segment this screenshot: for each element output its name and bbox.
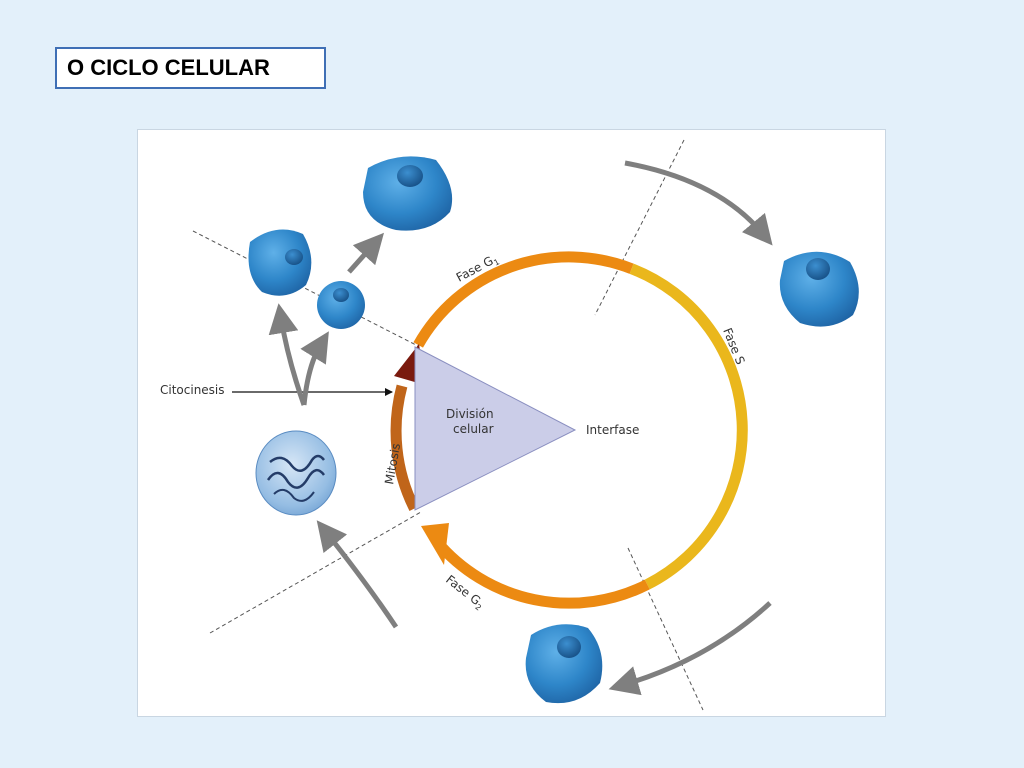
division-label-line1: División <box>446 407 494 421</box>
flow-arrow-g2 <box>608 601 772 696</box>
flow-arrow-split-right <box>300 331 329 406</box>
ring-segment-g2 <box>432 537 650 609</box>
cell-top <box>363 156 453 231</box>
slide-title: O CICLO CELULAR <box>55 47 326 89</box>
divider-line-lower-left <box>209 511 422 634</box>
ring-segment-mitosis <box>390 384 420 511</box>
interfase-label: Interfase <box>586 423 639 437</box>
divider-line-g1-s <box>594 139 685 316</box>
cell-g1 <box>779 251 859 327</box>
cell-daughter-left <box>248 229 312 296</box>
cell-g2 <box>525 624 603 704</box>
divider-line-s-g2 <box>627 547 704 711</box>
citocinesis-label: Citocinesis <box>160 383 225 397</box>
flow-arrow-split-left <box>268 303 307 406</box>
cell-cycle-diagram: División celular Interfase Fase G1 Fase … <box>137 129 886 717</box>
division-label-line2: celular <box>453 422 494 436</box>
cell-cycle-svg: División celular Interfase Fase G1 Fase … <box>160 139 859 711</box>
division-wedge <box>414 346 577 511</box>
ring-segment-g1 <box>413 251 634 348</box>
cell-daughter-right <box>317 281 365 329</box>
cell-mitosis <box>255 430 337 516</box>
flow-arrow-to-top-cell <box>347 232 384 274</box>
flow-arrow-to-mitosis <box>316 520 399 629</box>
divider-line-upper-left <box>192 230 419 347</box>
ring-segment-s <box>629 263 748 590</box>
flow-arrow-g1 <box>624 160 773 246</box>
g2-arrowhead <box>421 523 449 565</box>
